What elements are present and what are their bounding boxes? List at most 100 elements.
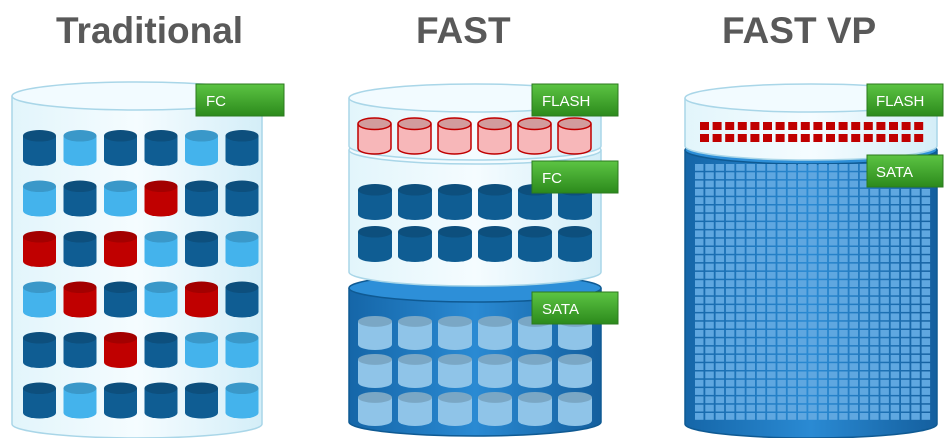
- sata-slice-cell: [756, 180, 766, 188]
- flash-slice-cell: [826, 134, 835, 142]
- sata-slice-cell: [715, 164, 725, 171]
- tag-traditional-fc-label: FC: [206, 93, 226, 110]
- flash-slice-cell: [889, 122, 898, 130]
- sata-slice-cell: [798, 371, 807, 379]
- sata-slice-cell: [839, 388, 848, 395]
- sata-slice-cell: [890, 404, 900, 412]
- sata-slice-cell: [787, 222, 797, 229]
- sata-slice-cell: [880, 288, 889, 296]
- sata-slice-cell: [839, 180, 848, 188]
- sata-slice-cell: [808, 363, 817, 370]
- sata-slice-cell: [849, 213, 858, 221]
- sata-slice-cell: [695, 404, 704, 412]
- flash-slice-cell: [763, 122, 772, 130]
- sata-slice-cell: [859, 396, 869, 404]
- sata-slice-cell: [787, 280, 797, 287]
- sata-slice-cell: [828, 164, 838, 171]
- sata-slice-cell: [756, 255, 766, 263]
- sata-slice-cell: [777, 330, 786, 337]
- sata-slice-cell: [746, 321, 755, 329]
- sata-slice-cell: [880, 346, 889, 354]
- sata-slice-cell: [767, 197, 776, 204]
- sata-slice-cell: [880, 296, 889, 304]
- sata-slice-cell: [705, 354, 714, 362]
- sata-slice-cell: [828, 379, 838, 387]
- sata-slice-cell: [787, 238, 797, 246]
- sata-slice-cell: [767, 363, 776, 370]
- sata-slice-cell: [725, 164, 735, 171]
- sata-slice-cell: [746, 288, 755, 296]
- sata-slice-cell: [705, 305, 714, 312]
- sata-slice-cell: [839, 197, 848, 204]
- disk-icon: [104, 130, 137, 167]
- sata-slice-cell: [921, 338, 931, 346]
- sata-slice-cell: [798, 305, 807, 312]
- flash-slice-cell: [800, 122, 810, 130]
- sata-slice-cell: [695, 213, 704, 221]
- sata-slice-cell: [695, 338, 704, 346]
- fc-disk-icon: [438, 226, 472, 262]
- sata-slice-cell: [756, 396, 766, 404]
- sata-slice-cell: [746, 238, 755, 246]
- sata-slice-cell: [859, 413, 869, 420]
- sata-slice-cell: [777, 379, 786, 387]
- sata-slice-cell: [911, 188, 920, 196]
- sata-slice-cell: [890, 305, 900, 312]
- sata-slice-cell: [715, 305, 725, 312]
- sata-slice-cell: [746, 222, 755, 229]
- sata-slice-cell: [725, 313, 735, 321]
- sata-slice-cell: [715, 371, 725, 379]
- sata-slice-cell: [870, 288, 879, 296]
- sata-slice-cell: [880, 354, 889, 362]
- sata-slice-cell: [787, 255, 797, 263]
- sata-slice-cell: [705, 280, 714, 287]
- sata-slice-cell: [880, 197, 889, 204]
- traditional-array: [11, 81, 263, 438]
- sata-slice-cell: [736, 379, 745, 387]
- sata-slice-cell: [870, 197, 879, 204]
- sata-slice-cell: [798, 263, 807, 271]
- flash-slice-cell: [725, 134, 735, 142]
- sata-slice-cell: [705, 271, 714, 279]
- sata-slice-cell: [746, 213, 755, 221]
- sata-slice-cell: [777, 288, 786, 296]
- sata-slice-cell: [808, 305, 817, 312]
- sata-slice-cell: [911, 263, 920, 271]
- sata-slice-cell: [849, 346, 858, 354]
- sata-slice-cell: [787, 230, 797, 238]
- sata-slice-cell: [818, 280, 828, 287]
- sata-slice-cell: [901, 238, 910, 246]
- sata-slice-cell: [818, 205, 828, 213]
- sata-slice-cell: [725, 271, 735, 279]
- sata-slice-cell: [746, 197, 755, 204]
- fc-disk-icon: [398, 184, 432, 220]
- flash-slice-cell: [889, 134, 898, 142]
- fc-disk-icon: [358, 226, 392, 262]
- sata-slice-cell: [839, 213, 848, 221]
- sata-slice-cell: [725, 180, 735, 188]
- sata-slice-cell: [921, 280, 931, 287]
- sata-slice-cell: [849, 188, 858, 196]
- sata-slice-cell: [921, 255, 931, 263]
- sata-disk-icon: [398, 354, 432, 388]
- sata-slice-cell: [746, 330, 755, 337]
- sata-slice-cell: [911, 222, 920, 229]
- flash-slice-cell: [838, 122, 848, 130]
- sata-slice-cell: [705, 388, 714, 395]
- sata-slice-cell: [767, 247, 776, 254]
- fast-vp-title: FAST VP: [722, 10, 877, 51]
- sata-slice-cell: [808, 396, 817, 404]
- flash-disk-icon: [437, 117, 472, 155]
- sata-slice-cell: [818, 230, 828, 238]
- sata-slice-cell: [818, 296, 828, 304]
- sata-slice-cell: [839, 413, 848, 420]
- sata-slice-cell: [818, 346, 828, 354]
- sata-slice-cell: [746, 371, 755, 379]
- sata-slice-cell: [746, 413, 755, 420]
- sata-slice-cell: [715, 296, 725, 304]
- fc-disk-icon: [478, 184, 512, 220]
- sata-slice-cell: [808, 313, 817, 321]
- flash-disk-icon: [357, 117, 392, 155]
- sata-slice-cell: [890, 255, 900, 263]
- sata-slice-cell: [839, 346, 848, 354]
